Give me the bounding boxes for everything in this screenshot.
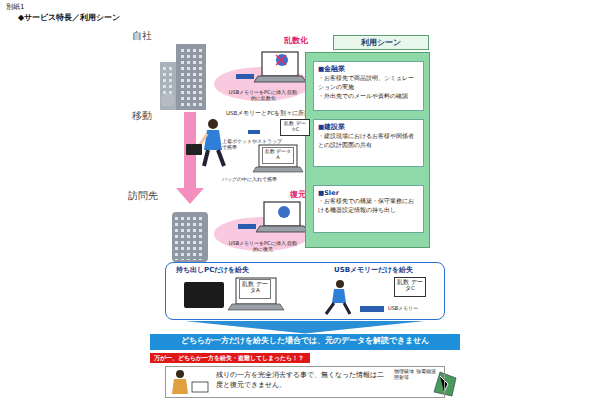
bag bbox=[184, 282, 224, 308]
usage-box: ■SIer・お客様先での構築・保守業務における機器設定情報の持ち出し bbox=[313, 185, 424, 233]
result-band: どちらか一方だけを紛失した場合では、元のデータを解読できません bbox=[150, 334, 460, 350]
usb-stick bbox=[238, 224, 256, 229]
running-person bbox=[326, 280, 350, 314]
screen-box: 乱数 データC bbox=[394, 277, 426, 297]
node-heading: 乱数 データA bbox=[241, 281, 269, 294]
flow-arrow bbox=[185, 321, 425, 334]
node-heading: 乱数 データC bbox=[282, 121, 308, 133]
node-heading: 乱数 データA bbox=[264, 149, 292, 161]
laptop bbox=[254, 52, 306, 82]
usage-panel: 利用シーン■金融業・お客様先で商品説明、シミュレーションの実施・外出先でのメール… bbox=[305, 52, 430, 248]
node-heading: ■SIer bbox=[318, 189, 419, 197]
label: ◆サービス特長／利用シーン bbox=[18, 13, 158, 23]
label: USBメモリーをPCに挿入 自動的に復元 bbox=[228, 240, 298, 252]
node-text: ・お客様先での構築・保守業務における機器設定情報の持ち出し bbox=[318, 197, 419, 215]
warning-banner: 万が一、どちらか一方を紛失・盗難してしまったら！？ bbox=[150, 353, 310, 363]
usage-box: ■建設業・建設現場におけるお客様や関係者との設計図面の共有 bbox=[313, 119, 424, 167]
label: USBメモリー bbox=[388, 305, 438, 311]
usb-stick bbox=[248, 130, 260, 134]
node-heading: ■建設業 bbox=[318, 123, 419, 132]
loss-box: 持ち出しPCだけを紛失 USBメモリーだけを紛失乱数 データA 乱数 データC bbox=[165, 262, 445, 320]
node-heading: 万が一、どちらか一方を紛失・盗難してしまったら！？ bbox=[154, 354, 306, 362]
label: バッグの中に入れて携帯 bbox=[222, 176, 292, 182]
node-heading: 乱数 データC bbox=[396, 279, 424, 292]
label: 移動 bbox=[132, 110, 162, 122]
person bbox=[186, 119, 224, 166]
destroyed-device bbox=[434, 372, 456, 396]
node-text: USBメモリーだけを紛失 bbox=[334, 265, 413, 275]
laptop bbox=[253, 145, 303, 172]
label: USBメモリーとPCを別々に所持 bbox=[226, 110, 316, 117]
label: 乱数化 bbox=[284, 36, 314, 46]
building bbox=[160, 44, 206, 110]
node-heading: ■金融業 bbox=[318, 65, 419, 74]
node-heading: どちらか一方だけを紛失した場合では、元のデータを解読できません bbox=[154, 336, 456, 347]
node-heading: 利用シーン bbox=[333, 35, 429, 50]
building bbox=[172, 212, 208, 262]
label: 自社 bbox=[132, 30, 162, 42]
label: USBメモリーをPCに挿入 自動的に乱数化 bbox=[228, 89, 298, 101]
node-text: ・お客様先で商品説明、シミュレーションの実施 bbox=[318, 74, 419, 92]
node-heading: 残りの一方を完全消去する事で、無くなった情報は二度と復元できません。 bbox=[216, 371, 386, 391]
screen-box: 乱数 データA bbox=[239, 279, 271, 299]
laptop bbox=[256, 202, 308, 232]
label: 訪問先 bbox=[128, 190, 164, 202]
node-text: ・外出先でのメールや資料の確認 bbox=[318, 92, 419, 101]
screen-box: 乱数 データA bbox=[262, 147, 294, 164]
erase-box: 残りの一方を完全消去する事で、無くなった情報は二度と復元できません。 bbox=[165, 366, 445, 398]
usb-stick bbox=[236, 74, 254, 79]
usage-box: ■金融業・お客様先で商品説明、シミュレーションの実施・外出先でのメールや資料の確… bbox=[313, 61, 424, 111]
node-heading: 持ち出しPCだけを紛失 bbox=[176, 265, 249, 275]
node-text: ・建設現場におけるお客様や関係者との設計図面の共有 bbox=[318, 132, 419, 150]
person-icon bbox=[172, 370, 208, 394]
laptop bbox=[228, 278, 284, 310]
label: 別紙1 bbox=[6, 3, 46, 11]
label: 物理破壊 強電磁波照射等 bbox=[394, 368, 438, 380]
usb-stick bbox=[360, 306, 384, 312]
screen-box: 乱数 データC bbox=[280, 119, 310, 136]
